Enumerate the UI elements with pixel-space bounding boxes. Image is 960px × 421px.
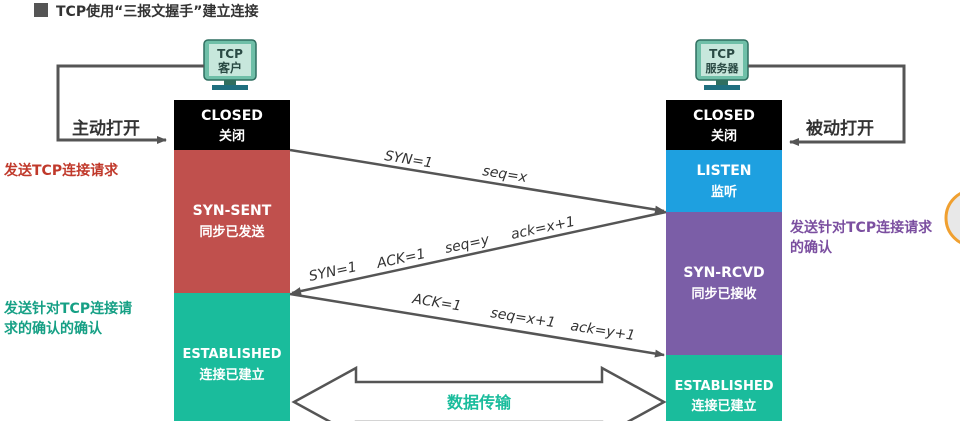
annot-send-ack-ack-1: 发送针对TCP连接请 bbox=[3, 300, 132, 317]
msg3-ack-label: ACK=1 bbox=[410, 291, 462, 315]
client-state-established: ESTABLISHED 连接已建立 bbox=[174, 293, 290, 421]
client-state-closed: CLOSED 关闭 bbox=[174, 100, 290, 150]
server-state-syn-rcvd: SYN-RCVD 同步已接收 bbox=[666, 212, 782, 355]
svg-text:监听: 监听 bbox=[711, 184, 737, 200]
svg-text:SYN-RCVD: SYN-RCVD bbox=[683, 265, 764, 281]
server-passive-open-loop: 被动打开 bbox=[748, 64, 906, 146]
message-3-ack: ACK=1 seq=x+1 ack=y+1 bbox=[289, 291, 665, 358]
client-icon-label-2: 客户 bbox=[217, 60, 242, 75]
annot-server-ack-1: 发送针对TCP连接请求 bbox=[789, 219, 933, 236]
server-state-established: ESTABLISHED 连接已建立 bbox=[666, 355, 782, 421]
active-open-label: 主动打开 bbox=[72, 118, 140, 139]
client-active-open-loop: 主动打开 bbox=[56, 64, 204, 144]
server-state-listen: LISTEN 监听 bbox=[666, 150, 782, 212]
server-icon-label-2: 服务器 bbox=[706, 61, 740, 75]
annot-send-request: 发送TCP连接请求 bbox=[3, 162, 119, 179]
passive-open-label: 被动打开 bbox=[806, 118, 874, 139]
message-2-syn-ack: SYN=1 ACK=1 seq=y ack=x+1 bbox=[291, 210, 667, 296]
svg-text:连接已建立: 连接已建立 bbox=[199, 367, 264, 383]
data-transfer-label: 数据传输 bbox=[447, 393, 512, 412]
title-square-icon bbox=[34, 3, 48, 17]
svg-text:CLOSED: CLOSED bbox=[693, 108, 755, 124]
server-icon-label-1: TCP bbox=[709, 47, 735, 61]
page-title: TCP使用“三报文握手”建立连接 bbox=[56, 3, 259, 20]
svg-text:CLOSED: CLOSED bbox=[201, 108, 263, 124]
message-1-syn: SYN=1 seq=x bbox=[289, 148, 665, 214]
svg-text:SYN-SENT: SYN-SENT bbox=[193, 203, 272, 219]
client-computer-icon: TCP 客户 bbox=[203, 39, 257, 90]
svg-text:ESTABLISHED: ESTABLISHED bbox=[182, 347, 281, 362]
svg-text:连接已建立: 连接已建立 bbox=[691, 398, 756, 414]
annot-send-ack-ack-2: 求的确认的确认 bbox=[4, 320, 103, 337]
client-state-syn-sent: SYN-SENT 同步已发送 bbox=[174, 150, 290, 293]
server-computer-icon: TCP 服务器 bbox=[695, 39, 749, 90]
msg1-syn-label: SYN=1 bbox=[383, 148, 433, 171]
msg2-seq-label: seq=y bbox=[444, 232, 492, 257]
svg-text:LISTEN: LISTEN bbox=[696, 163, 751, 179]
server-state-closed: CLOSED 关闭 bbox=[666, 100, 782, 150]
svg-text:同步已接收: 同步已接收 bbox=[691, 286, 757, 302]
annot-server-ack-2: 的确认 bbox=[790, 239, 833, 256]
svg-text:关闭: 关闭 bbox=[711, 128, 737, 144]
data-transfer-arrow: 数据传输 bbox=[291, 365, 667, 421]
msg1-seq-label: seq=x bbox=[481, 163, 528, 186]
svg-text:同步已发送: 同步已发送 bbox=[199, 224, 265, 240]
svg-text:ESTABLISHED: ESTABLISHED bbox=[674, 379, 773, 394]
client-icon-label-1: TCP bbox=[217, 47, 243, 61]
svg-text:关闭: 关闭 bbox=[219, 128, 245, 144]
floating-circle-button[interactable] bbox=[944, 190, 960, 246]
